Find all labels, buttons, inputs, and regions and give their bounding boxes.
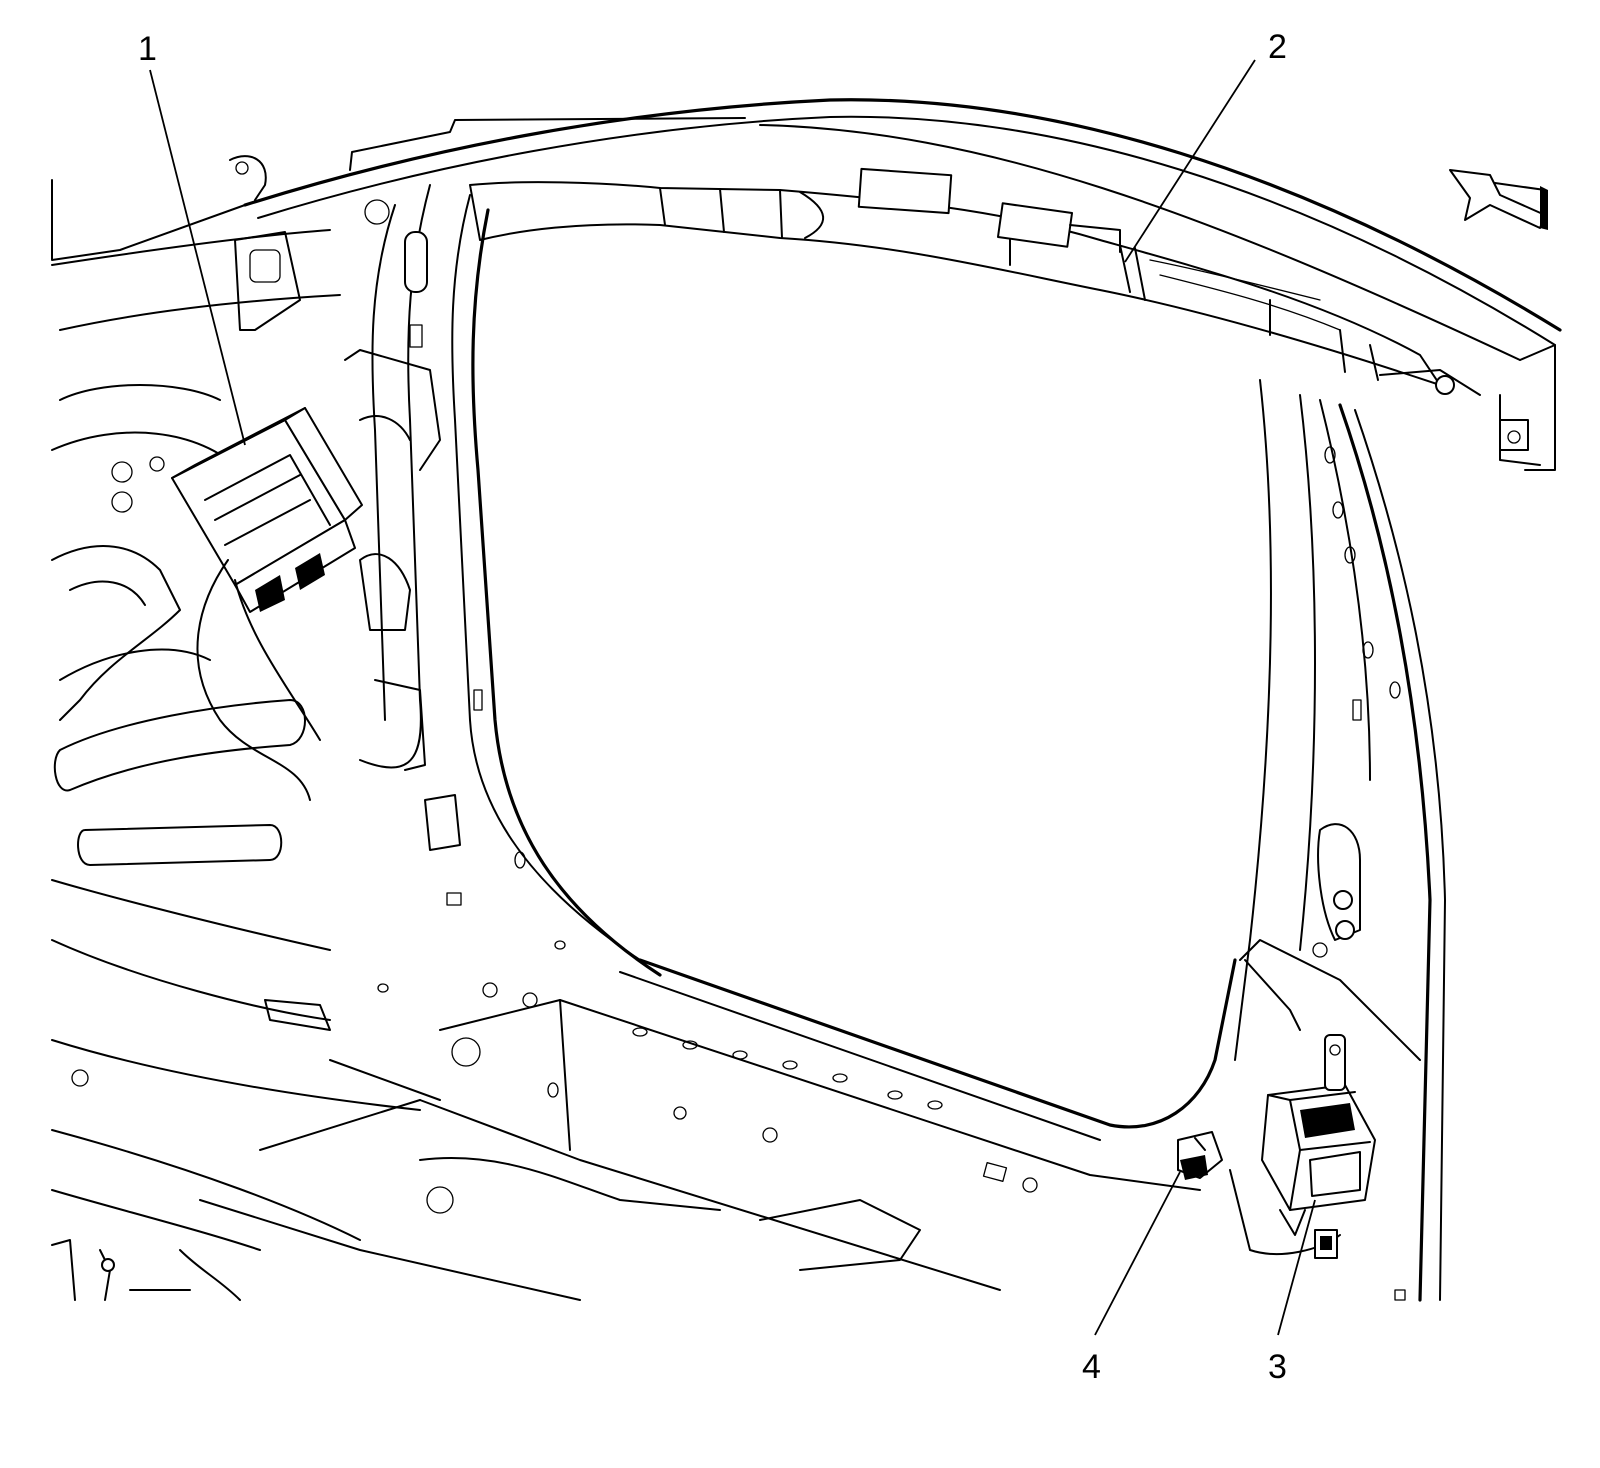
leader-line-1	[149, 69, 246, 446]
callout-4: 4	[1082, 1348, 1101, 1386]
callout-1: 1	[138, 30, 157, 68]
direction-arrow-icon	[1449, 169, 1548, 230]
callout-2: 2	[1268, 28, 1287, 66]
curtain-airbag	[469, 167, 1481, 396]
sensor-connector	[1177, 1131, 1223, 1180]
a-pillar	[344, 184, 662, 993]
leader-line-4	[1094, 1171, 1181, 1336]
leader-line-2	[1124, 59, 1256, 263]
roof-rail	[243, 98, 1562, 471]
rocker-sill	[199, 958, 1237, 1301]
bottom-left-floor	[51, 1069, 241, 1301]
leader-lines	[149, 59, 1316, 1336]
callout-3: 3	[1268, 1348, 1287, 1386]
leader-line-3	[1277, 1199, 1316, 1336]
control-module	[171, 407, 363, 801]
firewall-area	[51, 155, 421, 1251]
b-pillar	[1234, 379, 1446, 1302]
seat-belt-retractor	[1229, 959, 1376, 1259]
